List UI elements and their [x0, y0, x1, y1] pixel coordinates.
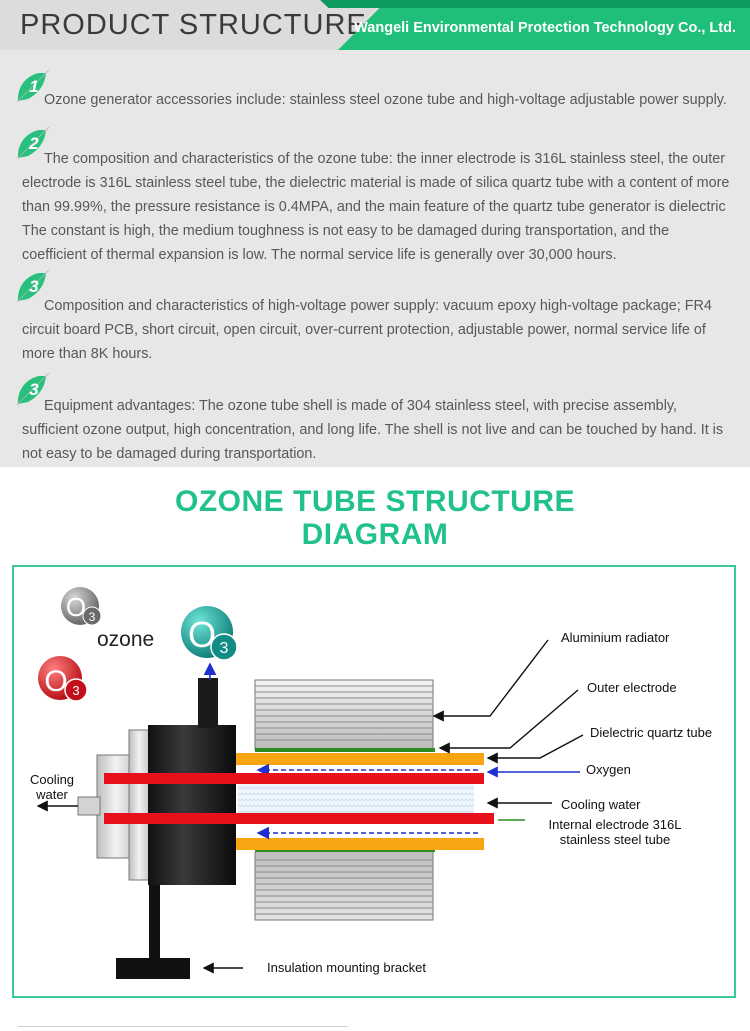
diagram-title-line-2: DIAGRAM — [301, 518, 449, 551]
ozone-outlet-nozzle — [198, 678, 218, 728]
label-cooling-water-outlet-line-2: water — [36, 787, 68, 802]
svg-text:O: O — [66, 592, 86, 622]
number-badge-4: 3 — [16, 373, 49, 406]
item-1-text: Ozone generator accessories include: sta… — [22, 88, 734, 112]
o3-gray-icon: O 3 — [61, 587, 102, 626]
header-banner-stripe — [320, 0, 750, 8]
leader-outer-electrode — [438, 689, 579, 754]
leader-dielectric-quartz-tube — [486, 734, 584, 764]
cooling-water-zone — [238, 784, 474, 818]
number-badge-1: 1 — [16, 70, 49, 103]
cooling-water-outlet-pipe — [77, 796, 101, 816]
label-cooling-water-outlet-line-1: Cooling — [29, 772, 75, 787]
label-internal-electrode-line-2: stainless steel tube — [559, 832, 671, 847]
quartz-tube-top — [234, 753, 484, 765]
badge-number: 3 — [29, 277, 39, 296]
item-4-body: Equipment advantages: The ozone tube she… — [22, 398, 724, 462]
end-flange — [128, 729, 150, 881]
number-badge-2: 2 — [16, 127, 49, 160]
item-4-text: Equipment advantages: The ozone tube she… — [22, 394, 734, 466]
end-cap — [96, 754, 135, 859]
label-cooling-water-outlet: Cooling water — [24, 772, 80, 802]
insulation-head — [148, 725, 236, 885]
bracket-base — [116, 958, 190, 979]
label-internal-electrode-line-1: Internal electrode 316L — [548, 817, 682, 832]
svg-text:3: 3 — [72, 683, 79, 698]
number-badge-3: 3 — [16, 270, 49, 303]
label-internal-electrode: Internal electrode 316L stainless steel … — [540, 817, 690, 847]
ozone-word: ozone — [97, 628, 155, 651]
badge-number: 1 — [29, 77, 38, 96]
header-company-banner — [338, 0, 750, 50]
item-3-body: Composition and characteristics of high-… — [22, 298, 712, 362]
outer-electrode-top — [255, 748, 435, 752]
item-2-body: The composition and characteristics of t… — [22, 151, 730, 263]
bracket-post — [149, 885, 160, 960]
internal-electrode-top — [104, 773, 484, 784]
page-title: PRODUCT STRUCTURE — [20, 9, 367, 41]
bottom-divider — [18, 1026, 348, 1027]
svg-text:O: O — [188, 614, 216, 655]
svg-text:3: 3 — [89, 610, 96, 624]
svg-text:3: 3 — [220, 640, 229, 657]
label-outer-electrode: Outer electrode — [587, 680, 677, 695]
label-dielectric-quartz-tube: Dielectric quartz tube — [590, 725, 713, 740]
badge-number: 2 — [28, 134, 39, 153]
page-header: PRODUCT STRUCTURE Wangeli Environmental … — [0, 0, 750, 50]
o3-teal-icon: O 3 — [181, 606, 238, 661]
internal-electrode-bottom — [104, 813, 494, 824]
structure-description-section — [0, 50, 750, 467]
item-1-body: Ozone generator accessories include: sta… — [44, 92, 727, 108]
label-oxygen: Oxygen — [586, 762, 631, 777]
o3-red-icon: O 3 — [38, 656, 88, 702]
quartz-tube-bottom — [234, 838, 484, 850]
item-3-text: Composition and characteristics of high-… — [22, 294, 734, 366]
item-2-text: The composition and characteristics of t… — [22, 147, 734, 267]
svg-text:O: O — [44, 665, 67, 698]
badge-number: 3 — [29, 380, 39, 399]
label-insulation-bracket: Insulation mounting bracket — [267, 960, 426, 975]
diagram-title-line-1: OZONE TUBE STRUCTURE — [175, 485, 575, 518]
leader-aluminium-radiator — [432, 639, 549, 722]
label-cooling-water: Cooling water — [561, 797, 641, 812]
label-aluminium-radiator: Aluminium radiator — [561, 630, 670, 645]
company-name: Wangeli Environmental Protection Technol… — [354, 20, 736, 36]
